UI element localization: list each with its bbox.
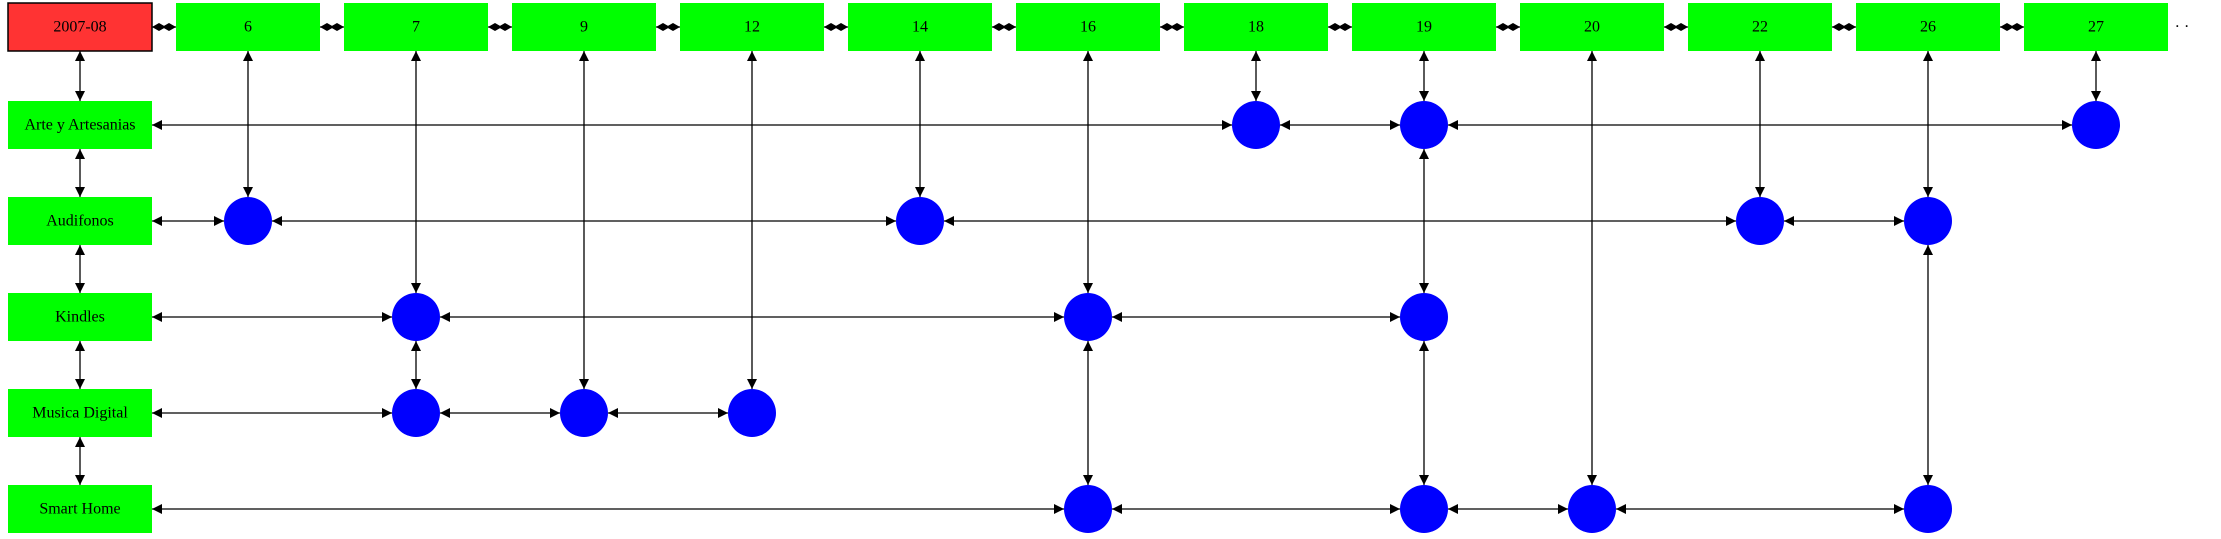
- node-arte-y-artesanias-27: [2072, 101, 2120, 149]
- edge-layer: [75, 23, 2101, 514]
- header-link-diamond: [992, 23, 1006, 31]
- node-audifonos-14: [896, 197, 944, 245]
- header-link-diamond: [1496, 23, 1510, 31]
- header-link-diamond: [1674, 23, 1688, 31]
- node-kindles-7: [392, 293, 440, 341]
- node-musica-digital-12: [728, 389, 776, 437]
- node-audifonos-22: [1736, 197, 1784, 245]
- node-audifonos-6: [224, 197, 272, 245]
- node-smart-home-19: [1400, 485, 1448, 533]
- day-header-label-16: 16: [1080, 19, 1096, 36]
- header-link-diamond: [330, 23, 344, 31]
- category-box-kindles: [8, 293, 152, 341]
- day-header-box-26: [1856, 3, 2000, 51]
- node-musica-digital-9: [560, 389, 608, 437]
- day-header-label-7: 7: [412, 19, 420, 36]
- header-link-diamond: [656, 23, 670, 31]
- header-link-diamond: [1664, 23, 1678, 31]
- node-musica-digital-7: [392, 389, 440, 437]
- day-header-label-27: 27: [2088, 19, 2104, 36]
- day-header-label-6: 6: [244, 19, 252, 36]
- header-link-diamond: [824, 23, 838, 31]
- category-label-arte-y-artesanias: Arte y Artesanias: [24, 117, 135, 134]
- day-header-label-12: 12: [744, 19, 760, 36]
- day-header-label-19: 19: [1416, 19, 1432, 36]
- node-audifonos-26: [1904, 197, 1952, 245]
- node-smart-home-20: [1568, 485, 1616, 533]
- day-header-box-18: [1184, 3, 1328, 51]
- header-link-diamond: [1506, 23, 1520, 31]
- day-header-box-9: [512, 3, 656, 51]
- header-link-diamond: [152, 23, 166, 31]
- category-label-kindles: Kindles: [55, 309, 105, 326]
- header-link-diamond: [1002, 23, 1016, 31]
- header-link-diamond: [2000, 23, 2014, 31]
- node-arte-y-artesanias-19: [1400, 101, 1448, 149]
- day-header-box-19: [1352, 3, 1496, 51]
- box-layer: [7, 2, 2168, 533]
- header-link-diamond: [1338, 23, 1352, 31]
- day-header-label-20: 20: [1584, 19, 1600, 36]
- category-box-arte-y-artesanias: [8, 101, 152, 149]
- category-label-musica-digital: Musica Digital: [32, 405, 128, 422]
- category-label-smart-home: Smart Home: [39, 501, 120, 518]
- day-header-label-14: 14: [912, 19, 928, 36]
- header-link-diamond: [1842, 23, 1856, 31]
- day-header-box-16: [1016, 3, 1160, 51]
- node-arte-y-artesanias-18: [1232, 101, 1280, 149]
- day-header-box-22: [1688, 3, 1832, 51]
- header-link-diamond: [498, 23, 512, 31]
- day-header-box-14: [848, 3, 992, 51]
- node-layer: [224, 101, 2120, 533]
- day-header-box-12: [680, 3, 824, 51]
- period-box: [7, 2, 153, 52]
- label-layer: 2007-08 6 7 9 12 14 16 18 19 20 22 26 27 · · Arte y Ar…: [24, 19, 2189, 518]
- category-box-audifonos: [8, 197, 152, 245]
- header-link-diamond: [488, 23, 502, 31]
- header-link-diamond: [1328, 23, 1342, 31]
- category-box-musica-digital: [8, 389, 152, 437]
- node-smart-home-16: [1064, 485, 1112, 533]
- header-link-diamond: [162, 23, 176, 31]
- header-link-diamond: [2010, 23, 2024, 31]
- day-header-box-6: [176, 3, 320, 51]
- day-header-label-9: 9: [580, 19, 588, 36]
- day-header-box-20: [1520, 3, 1664, 51]
- node-kindles-16: [1064, 293, 1112, 341]
- header-link-diamond: [320, 23, 334, 31]
- node-smart-home-26: [1904, 485, 1952, 533]
- header-link-diamond: [1160, 23, 1174, 31]
- day-header-label-18: 18: [1248, 19, 1264, 36]
- period-label: 2007-08: [53, 19, 106, 36]
- header-link-diamond: [666, 23, 680, 31]
- header-link-diamond: [1170, 23, 1184, 31]
- header-link-diamond: [1832, 23, 1846, 31]
- category-box-smart-home: [8, 485, 152, 533]
- day-header-label-26: 26: [1920, 19, 1936, 36]
- day-header-label-22: 22: [1752, 19, 1768, 36]
- day-header-box-27: [2024, 3, 2168, 51]
- node-kindles-19: [1400, 293, 1448, 341]
- header-link-diamond: [834, 23, 848, 31]
- category-label-audifonos: Audifonos: [46, 213, 114, 230]
- continuation-ellipsis: · ·: [2175, 19, 2190, 36]
- day-header-box-7: [344, 3, 488, 51]
